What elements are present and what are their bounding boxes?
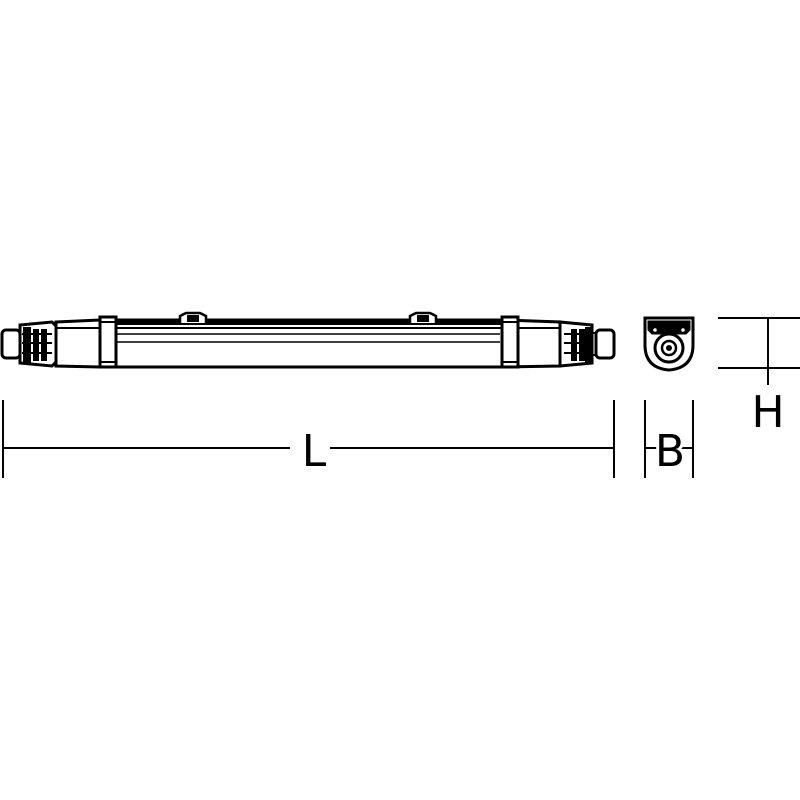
- mounting-bracket-right: [408, 311, 438, 323]
- dimension-height: [718, 317, 800, 385]
- dimension-length: [2, 400, 615, 478]
- left-end-cap: [0, 320, 58, 368]
- mounting-bracket-left: [178, 311, 208, 323]
- dimension-width: [644, 400, 694, 478]
- right-end-cap: [558, 320, 616, 368]
- luminaire-side-view: [0, 311, 616, 369]
- right-band-clip: [500, 315, 520, 369]
- luminaire-end-view: [643, 316, 695, 372]
- luminaire-tube: [54, 318, 562, 369]
- dimension-label-length: L: [302, 426, 327, 477]
- left-band-clip: [98, 315, 118, 369]
- dimension-label-width: B: [655, 426, 685, 477]
- dimension-label-height: H: [751, 387, 784, 438]
